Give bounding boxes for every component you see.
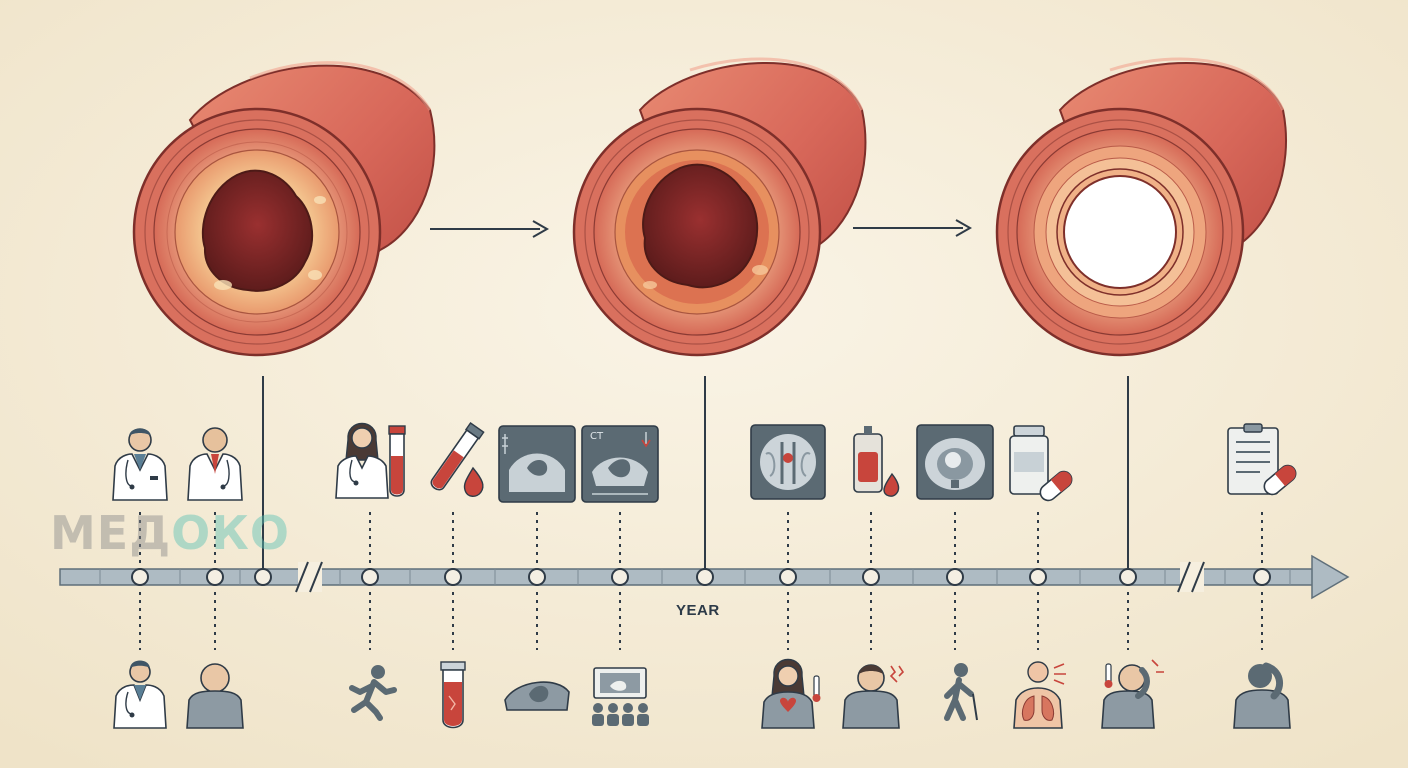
doctor-male-icon	[112, 428, 168, 501]
timeline-node	[611, 568, 629, 586]
medicine-bottle-pill-icon	[1009, 425, 1073, 502]
ultrasound-probe-icon	[504, 681, 570, 711]
test-tube-icon	[440, 661, 466, 729]
blood-bag-icon	[853, 426, 900, 497]
stage-arrow-1	[430, 220, 550, 238]
stage-arrow-2	[853, 219, 973, 237]
ct-scan-screen-icon	[581, 425, 659, 503]
ct-scan-chest-icon	[916, 424, 994, 500]
timeline-node	[528, 568, 546, 586]
timeline-nodes	[131, 568, 1271, 586]
timeline-node	[696, 568, 714, 586]
blood-test-tube-icon	[388, 425, 406, 497]
timeline-node	[444, 568, 462, 586]
timeline-node	[779, 568, 797, 586]
woman-heart-thermometer-icon	[761, 659, 821, 729]
timeline-node	[361, 568, 379, 586]
axis-label: YEAR	[676, 602, 720, 619]
timeline-node	[946, 568, 964, 586]
timeline-node	[1119, 568, 1137, 586]
headache-person-icon	[1233, 662, 1291, 729]
timeline-node	[131, 568, 149, 586]
timeline-node	[206, 568, 224, 586]
man-pain-icon	[842, 664, 905, 729]
ultrasound-screen-icon	[498, 425, 576, 503]
ct-label: CT	[590, 431, 604, 442]
fever-headache-icon	[1101, 659, 1164, 729]
chest-xray-icon	[750, 424, 826, 500]
timeline-node	[254, 568, 272, 586]
timeline-node	[1253, 568, 1271, 586]
vessel-stage-1	[132, 61, 436, 357]
timeline-node	[862, 568, 880, 586]
vessel-stage-3	[995, 57, 1287, 357]
dotted-connectors	[139, 512, 1263, 650]
vessel-stage-2	[572, 57, 867, 357]
running-person-icon	[349, 665, 397, 721]
prescription-clipboard-icon	[1227, 423, 1297, 496]
doctor-female-icon	[335, 423, 389, 499]
timeline-node	[1029, 568, 1047, 586]
doctor-bald-icon	[187, 427, 243, 501]
watermark-logo: МЕДОКО	[50, 506, 290, 560]
patient-icon	[186, 663, 244, 729]
watermark-part-1: МЕД	[50, 506, 172, 560]
watermark-part-2: ОКО	[171, 506, 290, 560]
screen-audience-icon	[592, 667, 649, 726]
doctor-icon	[113, 660, 167, 729]
blood-tube-drop-icon	[430, 422, 485, 497]
walking-cane-person-icon	[944, 663, 978, 721]
lungs-coughing-icon	[1013, 661, 1066, 729]
